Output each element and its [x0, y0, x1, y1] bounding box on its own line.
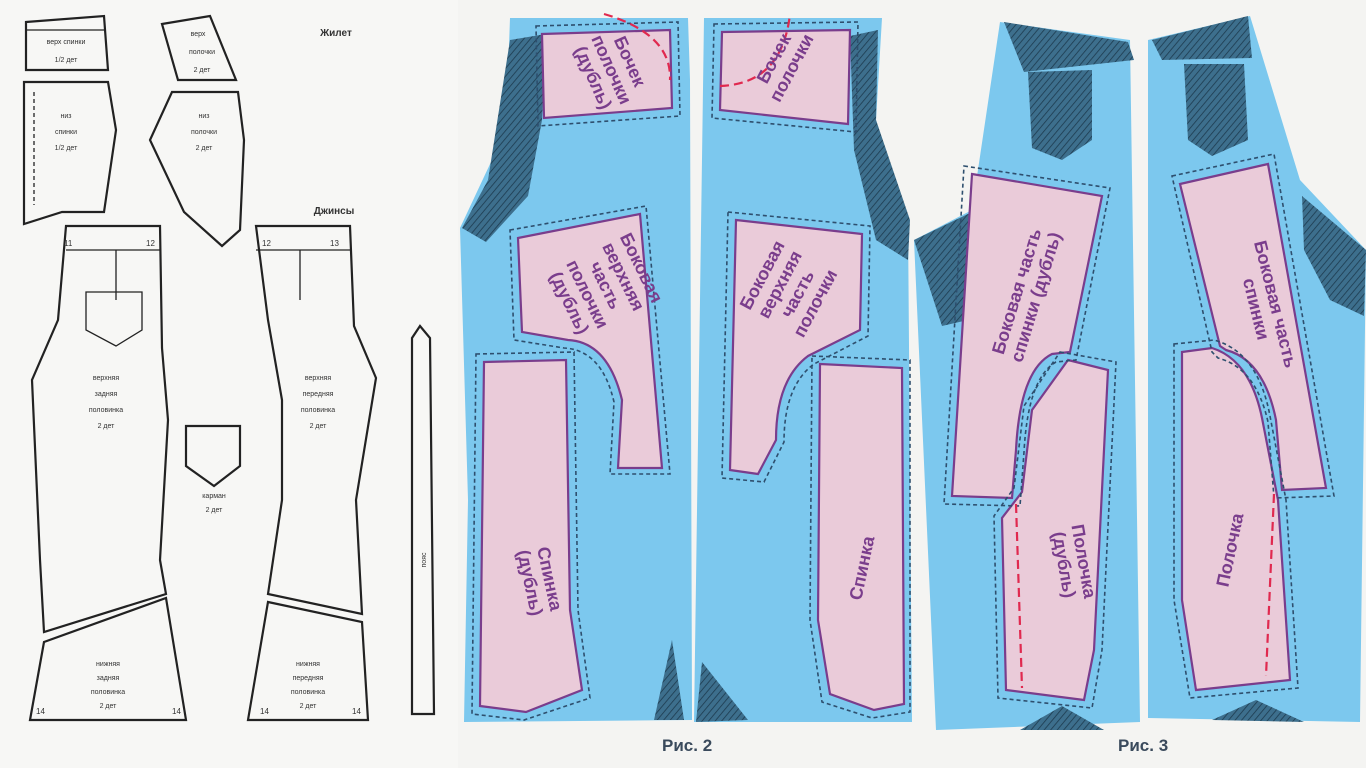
belt-piece — [410, 324, 436, 716]
vest-back-bottom-label-3: 1/2 дет — [55, 145, 78, 152]
back-upper-label-2: задняя — [95, 391, 118, 398]
back-upper-label-1: верхняя — [93, 375, 120, 382]
pattern-draft-drawing: 11 12 12 13 14 14 14 14 Жилет Джинсы верх сп… — [0, 0, 458, 768]
denim-texture — [462, 34, 546, 242]
denim-texture — [1212, 700, 1304, 722]
vest-back-bottom-label-2: спинки — [55, 129, 77, 136]
figure-3: Боковая часть спинки (дубль) Боковая час… — [912, 0, 1366, 768]
belt-label: пояс — [421, 552, 428, 567]
vest-back-top-piece — [24, 14, 110, 72]
vest-front-top-label-1: верх — [191, 31, 206, 38]
front-upper-label-4: 2 дет — [310, 423, 328, 430]
vest-front-bottom-label-2: полочки — [191, 129, 217, 136]
svg-text:13: 13 — [330, 239, 339, 248]
figure-2-layout: Бочек полочки (дубль) Бочек полочки Боко… — [458, 0, 912, 768]
pocket-piece — [184, 424, 242, 488]
figure-2: Бочек полочки (дубль) Бочек полочки Боко… — [458, 0, 912, 768]
back-lower-label-3: половинка — [91, 689, 125, 696]
back-upper-label-4: 2 дет — [98, 423, 116, 430]
back-upper-piece — [30, 224, 170, 634]
denim-texture — [696, 662, 748, 722]
vest-front-bottom-piece — [148, 90, 246, 248]
svg-text:14: 14 — [36, 707, 45, 716]
denim-texture — [850, 30, 910, 260]
denim-texture — [1004, 22, 1134, 72]
side-upper-piece-right — [728, 218, 864, 476]
vest-back-bottom-label-1: низ — [61, 113, 72, 120]
denim-texture — [1302, 196, 1366, 316]
front-upper-label-3: половинка — [301, 407, 335, 414]
vest-front-top-piece — [160, 14, 238, 82]
front-upper-label-1: верхняя — [305, 375, 332, 382]
front-lower-label-4: 2 дет — [300, 703, 318, 710]
vest-heading: Жилет — [319, 28, 352, 39]
vest-front-bottom-label-1: низ — [199, 113, 210, 120]
svg-text:11: 11 — [64, 239, 73, 248]
jeans-heading: Джинсы — [314, 206, 355, 217]
vest-back-top-label-1: верх спинки — [47, 39, 86, 46]
vest-front-top-label-2: полочки — [189, 49, 215, 56]
back-lower-piece — [28, 596, 188, 722]
side-back-piece-left — [950, 172, 1104, 500]
svg-text:14: 14 — [172, 707, 181, 716]
back-lower-label-4: 2 дет — [100, 703, 118, 710]
front-piece-right — [1180, 346, 1292, 692]
pocket-label-2: 2 дет — [206, 507, 224, 514]
figure-3-layout: Боковая часть спинки (дубль) Боковая час… — [912, 0, 1366, 768]
denim-texture — [1184, 64, 1248, 156]
side-upper-piece-left — [516, 212, 664, 470]
side-back-piece-right — [1178, 162, 1328, 492]
vest-front-bottom-label-3: 2 дет — [196, 145, 214, 152]
front-upper-piece — [254, 224, 378, 616]
front-lower-label-2: передняя — [293, 675, 324, 682]
front-lower-label-1: нижняя — [296, 661, 320, 668]
vest-back-bottom-piece — [22, 80, 118, 226]
denim-texture — [1020, 706, 1104, 730]
back-upper-label-3: половинка — [89, 407, 123, 414]
svg-text:14: 14 — [352, 707, 361, 716]
front-lower-piece — [246, 600, 370, 722]
front-lower-label-3: половинка — [291, 689, 325, 696]
svg-text:14: 14 — [260, 707, 269, 716]
yoke-piece-right — [718, 28, 852, 126]
vest-front-top-label-3: 2 дет — [194, 67, 212, 74]
back-piece-right — [816, 362, 906, 712]
front-piece-left — [1000, 358, 1110, 702]
back-lower-label-1: нижняя — [96, 661, 120, 668]
back-lower-label-2: задняя — [97, 675, 120, 682]
yoke-piece-left — [540, 28, 674, 120]
denim-texture — [1028, 70, 1092, 160]
vest-back-top-label-2: 1/2 дет — [55, 57, 78, 64]
svg-text:12: 12 — [262, 239, 271, 248]
svg-text:12: 12 — [146, 239, 155, 248]
figure-2-caption: Рис. 2 — [662, 736, 713, 755]
pattern-draft-panel: 11 12 12 13 14 14 14 14 Жилет Джинсы верх сп… — [0, 0, 458, 768]
figure-3-caption: Рис. 3 — [1118, 736, 1169, 755]
back-piece-left — [478, 358, 584, 714]
denim-texture — [1152, 16, 1252, 60]
pocket-label-1: карман — [202, 493, 226, 500]
front-upper-label-2: передняя — [303, 391, 334, 398]
denim-texture — [654, 640, 684, 720]
